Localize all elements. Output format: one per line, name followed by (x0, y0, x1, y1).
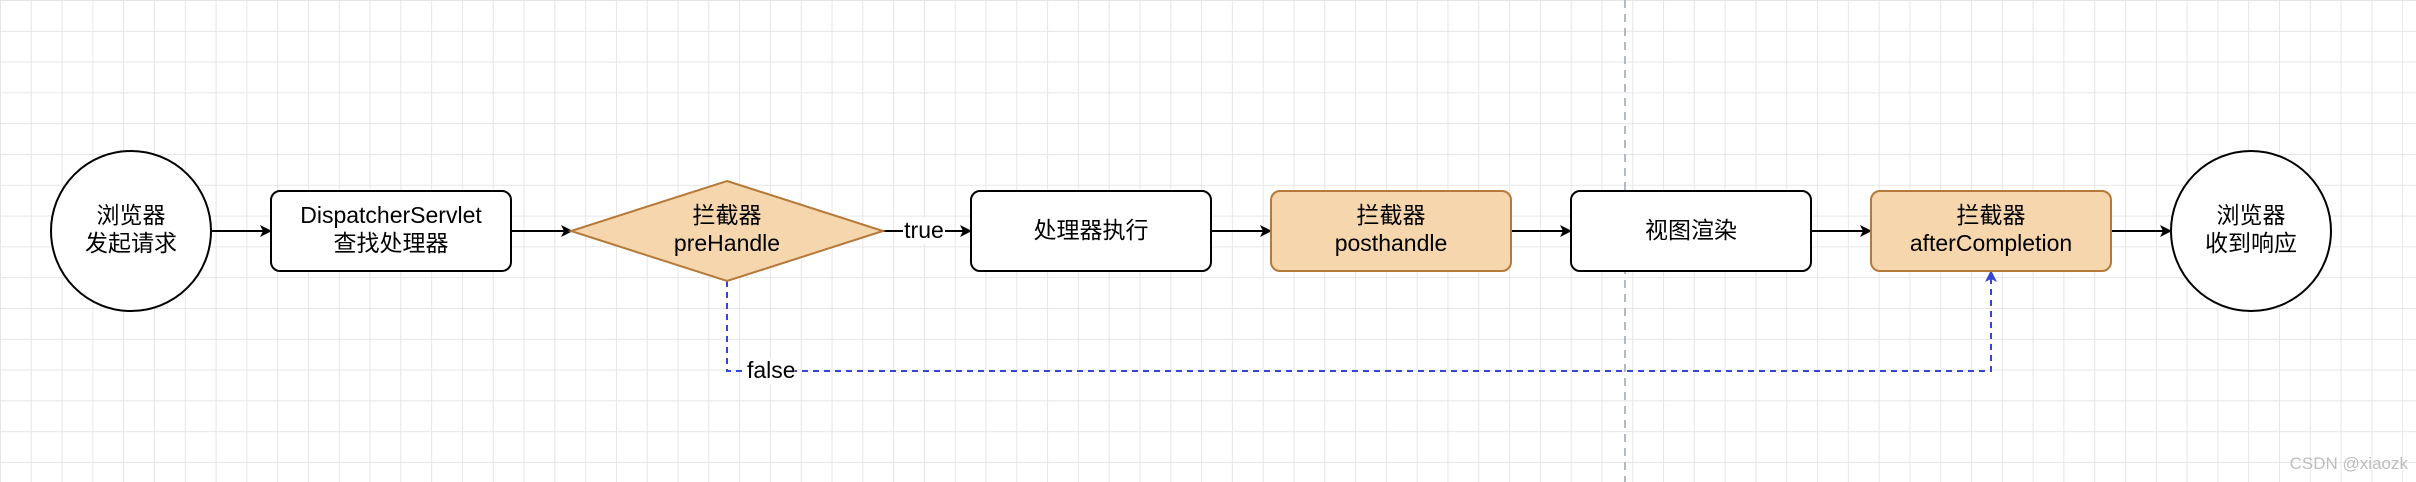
handler-exec-label: 处理器执行 (1034, 217, 1149, 243)
true-label-bg (903, 218, 945, 244)
edges: true false (211, 217, 2172, 384)
node-view-render: 视图渲染 (1570, 190, 1812, 272)
false-label: false (747, 357, 796, 383)
node-dispatcher: DispatcherServlet 查找处理器 (270, 190, 512, 272)
node-prehandle-decision: 拦截器 preHandle (567, 179, 887, 283)
node-browser-end: 浏览器 收到响应 (2170, 150, 2332, 312)
false-label-bg (743, 358, 795, 384)
browser-end-line2: 收到响应 (2205, 230, 2297, 256)
node-browser-start: 浏览器 发起请求 (50, 150, 212, 312)
posthandle-line2: posthandle (1335, 230, 1448, 256)
node-after-completion: 拦截器 afterCompletion (1870, 190, 2112, 272)
browser-end-line1: 浏览器 (2217, 202, 2286, 228)
true-label: true (904, 217, 944, 243)
node-posthandle: 拦截器 posthandle (1270, 190, 1512, 272)
prehandle-line2: preHandle (674, 230, 780, 256)
after-completion-line2: afterCompletion (1910, 230, 2072, 256)
edge-prehandle-to-aftercompletion-false (726, 270, 1997, 372)
dispatcher-line1: DispatcherServlet (300, 202, 482, 228)
node-handler-exec: 处理器执行 (970, 190, 1212, 272)
view-render-label: 视图渲染 (1645, 217, 1737, 243)
after-completion-line1: 拦截器 (1957, 202, 2026, 228)
browser-start-line1: 浏览器 (97, 202, 166, 228)
prehandle-line1: 拦截器 (693, 202, 762, 228)
dispatcher-line2: 查找处理器 (334, 230, 449, 256)
watermark: CSDN @xiaozk (2289, 454, 2408, 473)
posthandle-line1: 拦截器 (1357, 202, 1426, 228)
browser-start-line2: 发起请求 (85, 230, 177, 256)
